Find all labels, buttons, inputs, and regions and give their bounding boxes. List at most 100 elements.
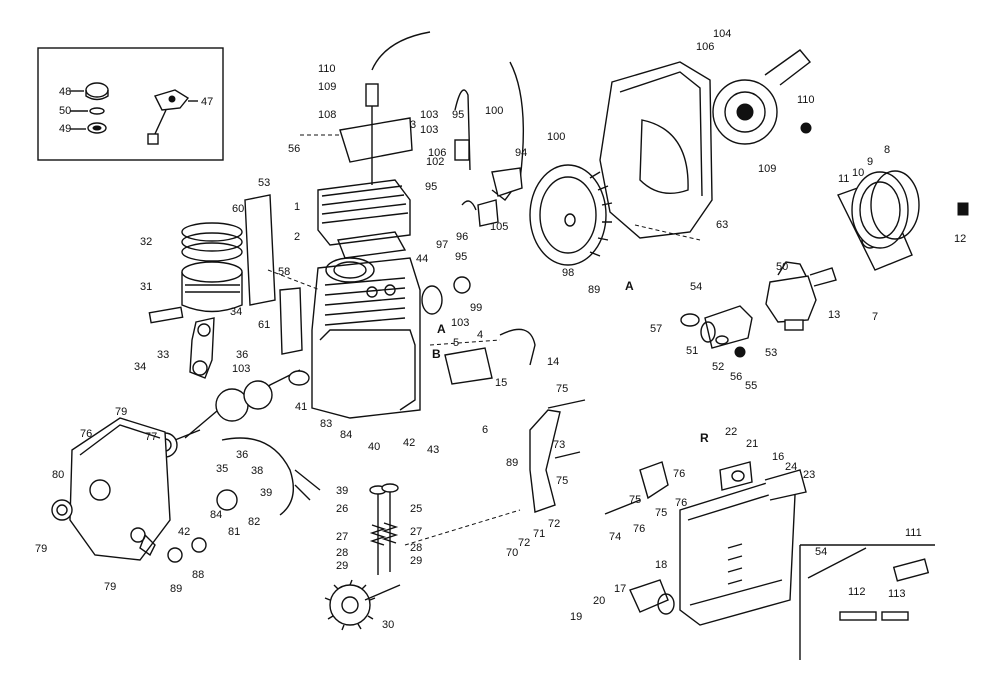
part-number: 38 xyxy=(251,465,263,477)
part-number: 98 xyxy=(562,267,574,279)
part-number: 79 xyxy=(115,406,127,418)
small-parts-drawing xyxy=(139,194,935,660)
part-number: 24 xyxy=(785,461,797,473)
part-number: 106 xyxy=(696,41,714,53)
part-number: 34 xyxy=(230,306,242,318)
marker-label: R xyxy=(700,431,709,445)
part-number: 27 xyxy=(410,526,422,538)
part-number: 29 xyxy=(336,560,348,572)
part-number: 89 xyxy=(506,457,518,469)
part-number: 48 xyxy=(59,86,71,98)
part-number: 99 xyxy=(470,302,482,314)
part-number: 75 xyxy=(629,494,641,506)
part-number: 42 xyxy=(403,437,415,449)
part-number: 6 xyxy=(482,424,488,436)
part-number: 89 xyxy=(588,284,600,296)
part-number: 96 xyxy=(456,231,468,243)
part-number: 40 xyxy=(368,441,380,453)
part-number: 103 xyxy=(232,363,250,375)
part-number: 58 xyxy=(278,266,290,278)
part-number: 88 xyxy=(192,569,204,581)
part-number: 95 xyxy=(452,109,464,121)
part-number: 52 xyxy=(712,361,724,373)
part-number: 28 xyxy=(410,542,422,554)
part-number: 25 xyxy=(410,503,422,515)
part-number: 75 xyxy=(556,475,568,487)
marker-label: A xyxy=(625,279,634,293)
part-number: 22 xyxy=(725,426,737,438)
camshaft-valve-drawing xyxy=(324,483,401,631)
part-number: 53 xyxy=(258,177,270,189)
part-number: 63 xyxy=(716,219,728,231)
dipstick-drawing xyxy=(147,89,190,145)
part-number: 95 xyxy=(425,181,437,193)
part-number: 84 xyxy=(210,509,222,521)
part-number: 21 xyxy=(746,438,758,450)
cylinder-head-drawing xyxy=(317,31,431,259)
part-number: 41 xyxy=(295,401,307,413)
part-number: 108 xyxy=(318,109,336,121)
recoil-starter-drawing xyxy=(712,49,812,145)
part-number: 12 xyxy=(954,233,966,245)
part-number: 28 xyxy=(336,547,348,559)
part-number: 53 xyxy=(765,347,777,359)
part-number: 47 xyxy=(201,96,213,108)
part-number: 44 xyxy=(416,253,428,265)
part-number: 79 xyxy=(35,543,47,555)
part-number: 70 xyxy=(506,547,518,559)
part-number: 7 xyxy=(872,311,878,323)
part-number: 13 xyxy=(828,309,840,321)
part-number: 4 xyxy=(477,329,483,341)
part-number: 17 xyxy=(614,583,626,595)
part-number: 75 xyxy=(655,507,667,519)
part-number: 50 xyxy=(59,105,71,117)
throttle-linkage-drawing xyxy=(529,399,669,515)
part-number: 61 xyxy=(258,319,270,331)
part-number: 30 xyxy=(382,619,394,631)
engine-block-drawing xyxy=(311,257,421,419)
inset-box xyxy=(37,47,224,161)
part-number: 76 xyxy=(633,523,645,535)
part-number: 54 xyxy=(690,281,702,293)
part-number: 89 xyxy=(170,583,182,595)
part-number: 1 xyxy=(294,201,300,213)
part-number: 74 xyxy=(609,531,621,543)
part-number: 8 xyxy=(884,144,890,156)
part-number: 95 xyxy=(455,251,467,263)
oil-cap-drawing xyxy=(85,82,109,134)
part-number: 5 xyxy=(453,337,459,349)
part-number: 31 xyxy=(140,281,152,293)
marker-label: B xyxy=(432,347,441,361)
part-number: 105 xyxy=(490,221,508,233)
part-number: 80 xyxy=(52,469,64,481)
part-number: 112 xyxy=(848,586,866,598)
part-number: 50 xyxy=(776,261,788,273)
crankcase-cover-drawing xyxy=(51,417,171,561)
ignition-drawing xyxy=(454,61,525,227)
part-number: 39 xyxy=(336,485,348,497)
part-number: 97 xyxy=(436,239,448,251)
marker-label: A xyxy=(437,322,446,336)
leader-lines xyxy=(267,134,701,546)
part-number: 43 xyxy=(427,444,439,456)
part-number: 60 xyxy=(232,203,244,215)
part-number: 39 xyxy=(260,487,272,499)
part-number: 94 xyxy=(515,147,527,159)
part-number: 79 xyxy=(104,581,116,593)
part-number: 109 xyxy=(318,81,336,93)
part-number: 34 xyxy=(134,361,146,373)
part-number: 76 xyxy=(673,468,685,480)
part-number: 55 xyxy=(745,380,757,392)
part-number: 36 xyxy=(236,449,248,461)
part-number: 76 xyxy=(80,428,92,440)
part-number: 15 xyxy=(495,377,507,389)
part-number: 56 xyxy=(730,371,742,383)
part-number: 51 xyxy=(686,345,698,357)
part-number: 71 xyxy=(533,528,545,540)
part-number: 109 xyxy=(758,163,776,175)
crankshaft-drawing xyxy=(152,369,310,458)
part-number: 10 xyxy=(852,167,864,179)
part-number: 33 xyxy=(157,349,169,361)
flywheel-drawing xyxy=(529,164,613,266)
